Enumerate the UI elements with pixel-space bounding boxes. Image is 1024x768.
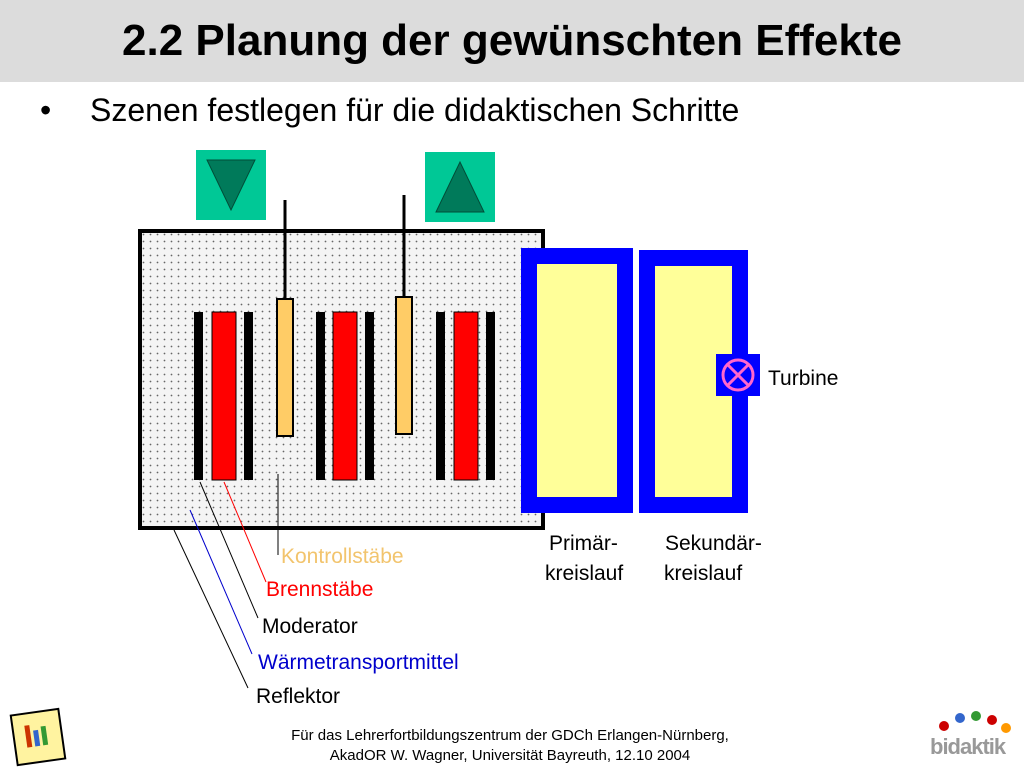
label-primaer-line1: Primär- xyxy=(549,532,618,555)
title-bar xyxy=(0,0,1024,82)
control-rod-1 xyxy=(276,298,294,437)
label-kontrollstaebe: Kontrollstäbe xyxy=(281,545,404,568)
moderator-bar xyxy=(316,312,325,480)
leader-brennstaebe xyxy=(223,481,267,583)
triangle-down-icon xyxy=(206,159,256,212)
label-turbine: Turbine xyxy=(768,367,839,390)
label-primaer-line2: kreislauf xyxy=(545,562,624,585)
control-rod-2 xyxy=(395,296,413,435)
moderator-bar xyxy=(486,312,495,480)
fuel-rod xyxy=(453,311,479,481)
lower-rods-button[interactable] xyxy=(196,150,266,220)
moderator-bar xyxy=(365,312,374,480)
label-sekundaer-line1: Sekundär- xyxy=(665,532,762,555)
moderator-bar xyxy=(194,312,203,480)
label-brennstaebe: Brennstäbe xyxy=(266,578,374,601)
moderator-bar xyxy=(436,312,445,480)
fuel-assembly-1 xyxy=(194,311,253,481)
fuel-rod xyxy=(211,311,237,481)
leader-waermetransport xyxy=(189,509,253,655)
bidaktik-logo-text: bidaktik xyxy=(930,734,1006,759)
bullet-text: Szenen festlegen für die didaktischen Sc… xyxy=(90,92,740,128)
turbine xyxy=(716,354,760,396)
label-waermetransportmittel: Wärmetransportmittel xyxy=(258,651,459,674)
notes-logo xyxy=(9,707,67,767)
fuel-rod xyxy=(332,311,358,481)
slide-title: 2.2 Planung der gewünschten Effekte xyxy=(122,16,902,65)
footer: Für das Lehrerfortbildungszentrum der GD… xyxy=(230,726,790,766)
label-moderator: Moderator xyxy=(262,615,358,638)
triangle-up-icon xyxy=(435,160,485,213)
leader-reflektor xyxy=(173,529,249,689)
bullet-symbol: • xyxy=(40,92,52,128)
leader-moderator xyxy=(199,481,259,619)
footer-line-2: AkadOR W. Wagner, Universität Bayreuth, … xyxy=(329,747,691,764)
footer-line-1: Für das Lehrerfortbildungszentrum der GD… xyxy=(291,727,729,744)
raise-rods-button[interactable] xyxy=(425,152,495,222)
label-reflektor: Reflektor xyxy=(256,685,341,708)
bullet-item: • Szenen festlegen für die didaktischen S… xyxy=(40,92,739,129)
moderator-bar xyxy=(244,312,253,480)
bidaktik-logo xyxy=(939,711,1011,733)
label-sekundaer-line2: kreislauf xyxy=(664,562,743,585)
fuel-assembly-3 xyxy=(436,311,495,481)
primary-loop xyxy=(521,248,633,513)
fuel-assembly-2 xyxy=(316,311,374,481)
